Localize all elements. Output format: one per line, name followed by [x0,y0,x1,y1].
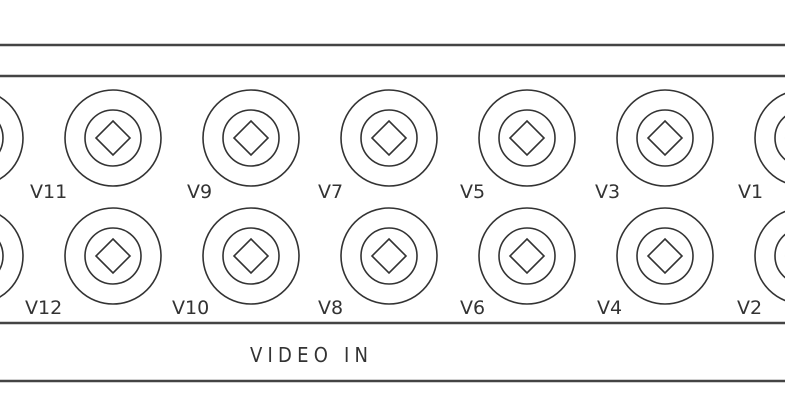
connector-label: V3 [595,181,620,203]
connector-outer-ring [202,89,300,187]
bnc-connector-v9: V9 [187,89,300,203]
bnc-connector-v5: V5 [460,89,576,203]
bnc-connector-v4: V4 [597,207,714,319]
connector-label: V10 [172,297,209,319]
video-in-label: VIDEO IN [250,343,368,367]
connector-inner-ring [774,115,785,161]
connector-inner-ring [222,227,280,285]
connector-pin-diamond [508,119,546,157]
connector-outer-ring [754,92,785,184]
connector-outer-ring [478,207,576,305]
connector-outer-ring [340,207,438,305]
connector-label: V7 [318,181,343,203]
connector-outer-ring [754,210,785,302]
connector-inner-ring [636,227,694,285]
connector-pin-diamond [232,237,270,275]
bnc-connector-v10: V10 [172,207,300,319]
connector-pin-diamond [508,237,546,275]
connector-outer-ring [64,207,162,305]
connector-inner-ring [498,109,556,167]
connector-inner-ring [360,109,418,167]
connector-pin-diamond [370,119,408,157]
connector-inner-ring [222,109,280,167]
connector-inner-ring [636,109,694,167]
connector-label: V4 [597,297,622,319]
connector-outer-ring [0,96,24,180]
connector-label: V6 [460,297,485,319]
connector-pin-diamond [370,237,408,275]
connector-pin-diamond [646,237,684,275]
bnc-connector-v12: V12 [25,207,162,319]
connector-outer-ring [340,89,438,187]
bnc-connector-v11: V11 [30,89,162,203]
connector-outer-ring [64,89,162,187]
bnc-connector-v3: V3 [595,89,714,203]
connector-label: V1 [738,181,763,203]
bnc-connector-v1: V1 [738,92,785,203]
bnc-connector [0,96,24,180]
connector-outer-ring [616,89,714,187]
connector-inner-ring [84,227,142,285]
bnc-connector-v2: V2 [737,210,785,319]
bnc-connector-v8: V8 [318,207,438,319]
connector-outer-ring [0,214,24,298]
connector-label: V2 [737,297,762,319]
connector-outer-ring [616,207,714,305]
bnc-connector-v6: V6 [460,207,576,319]
connector-pin-diamond [232,119,270,157]
connector-outer-ring [478,89,576,187]
connector-inner-ring [84,109,142,167]
connector-label: V8 [318,297,343,319]
connector-label: V11 [30,181,67,203]
connector-label: V12 [25,297,62,319]
connector-outer-ring [202,207,300,305]
connector-inner-ring [0,123,4,153]
connector-label: V9 [187,181,212,203]
connector-inner-ring [360,227,418,285]
connector-label: V5 [460,181,485,203]
connector-inner-ring [774,233,785,279]
connector-inner-ring [0,241,4,271]
connector-pin-diamond [94,119,132,157]
bnc-connector [0,214,24,298]
connector-pin-diamond [646,119,684,157]
connector-inner-ring [498,227,556,285]
bnc-connector-v7: V7 [318,89,438,203]
connector-pin-diamond [94,237,132,275]
